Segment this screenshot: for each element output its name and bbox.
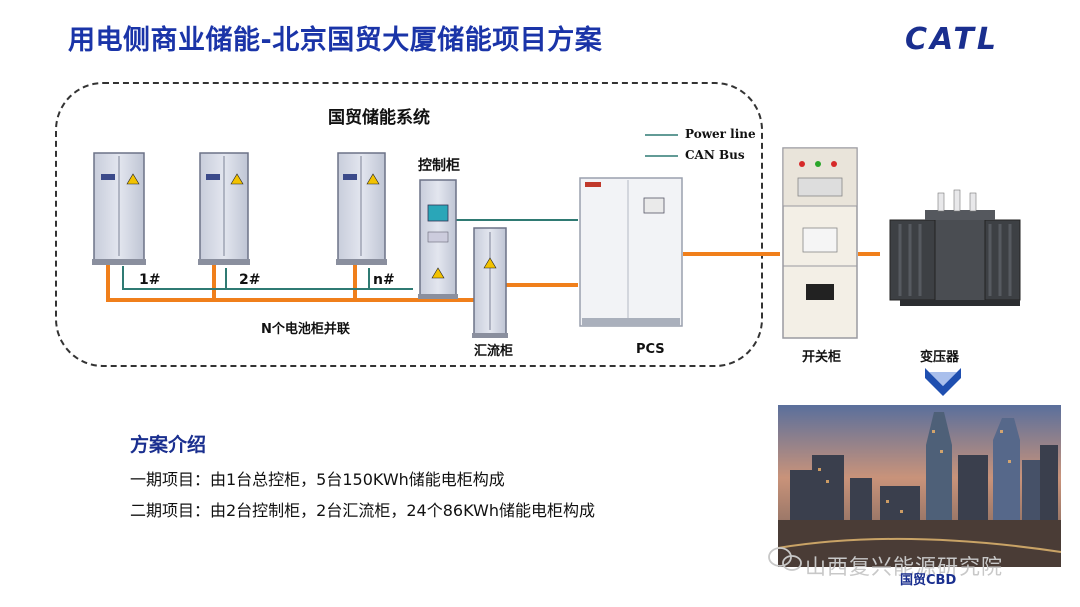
battery-cabinet	[336, 152, 387, 265]
watermark-text: 山西复兴能源研究院	[805, 555, 1003, 579]
pcs-label: PCS	[636, 342, 665, 357]
battery-cabinet	[198, 152, 250, 265]
plan-line-phase1: 一期项目：由1台总控柜，5台150KWh储能电柜构成	[130, 470, 505, 489]
combiner-cabinet-label: 汇流柜	[474, 344, 514, 359]
combiner-cabinet	[472, 227, 508, 338]
transformer	[889, 189, 1021, 306]
switchgear-cabinet	[782, 147, 858, 339]
battery-label-n: n#	[373, 272, 395, 288]
power-line	[106, 252, 880, 302]
control-cabinet	[418, 179, 458, 299]
storage-system-boundary	[55, 82, 763, 367]
battery-cabinet	[92, 152, 146, 265]
pcs-cabinet	[579, 177, 683, 327]
plan-line-phase2: 二期项目：由2台控制柜，2台汇流柜，24个86KWh储能电柜构成	[130, 501, 595, 520]
control-cabinet-label: 控制柜	[418, 158, 460, 174]
system-label: 国贸储能系统	[328, 108, 430, 128]
page-title: 用电侧商业储能-北京国贸大厦储能项目方案	[68, 25, 603, 56]
transformer-label: 变压器	[920, 350, 960, 365]
parallel-label: N个电池柜并联	[261, 322, 350, 337]
legend-power-line: Power line	[685, 127, 756, 141]
down-arrow-icon	[925, 368, 961, 396]
can-bus-line	[122, 219, 578, 290]
switchgear-label: 开关柜	[802, 350, 842, 365]
wechat-icon	[768, 547, 802, 571]
battery-label-2: 2#	[239, 272, 261, 288]
cbd-photo	[777, 405, 1062, 567]
battery-label-1: 1#	[139, 272, 161, 288]
legend-can-bus: CAN Bus	[685, 148, 745, 162]
plan-title: 方案介绍	[130, 434, 207, 456]
catl-logo: CATL	[905, 22, 999, 57]
cbd-label: 国贸CBD	[900, 573, 957, 588]
